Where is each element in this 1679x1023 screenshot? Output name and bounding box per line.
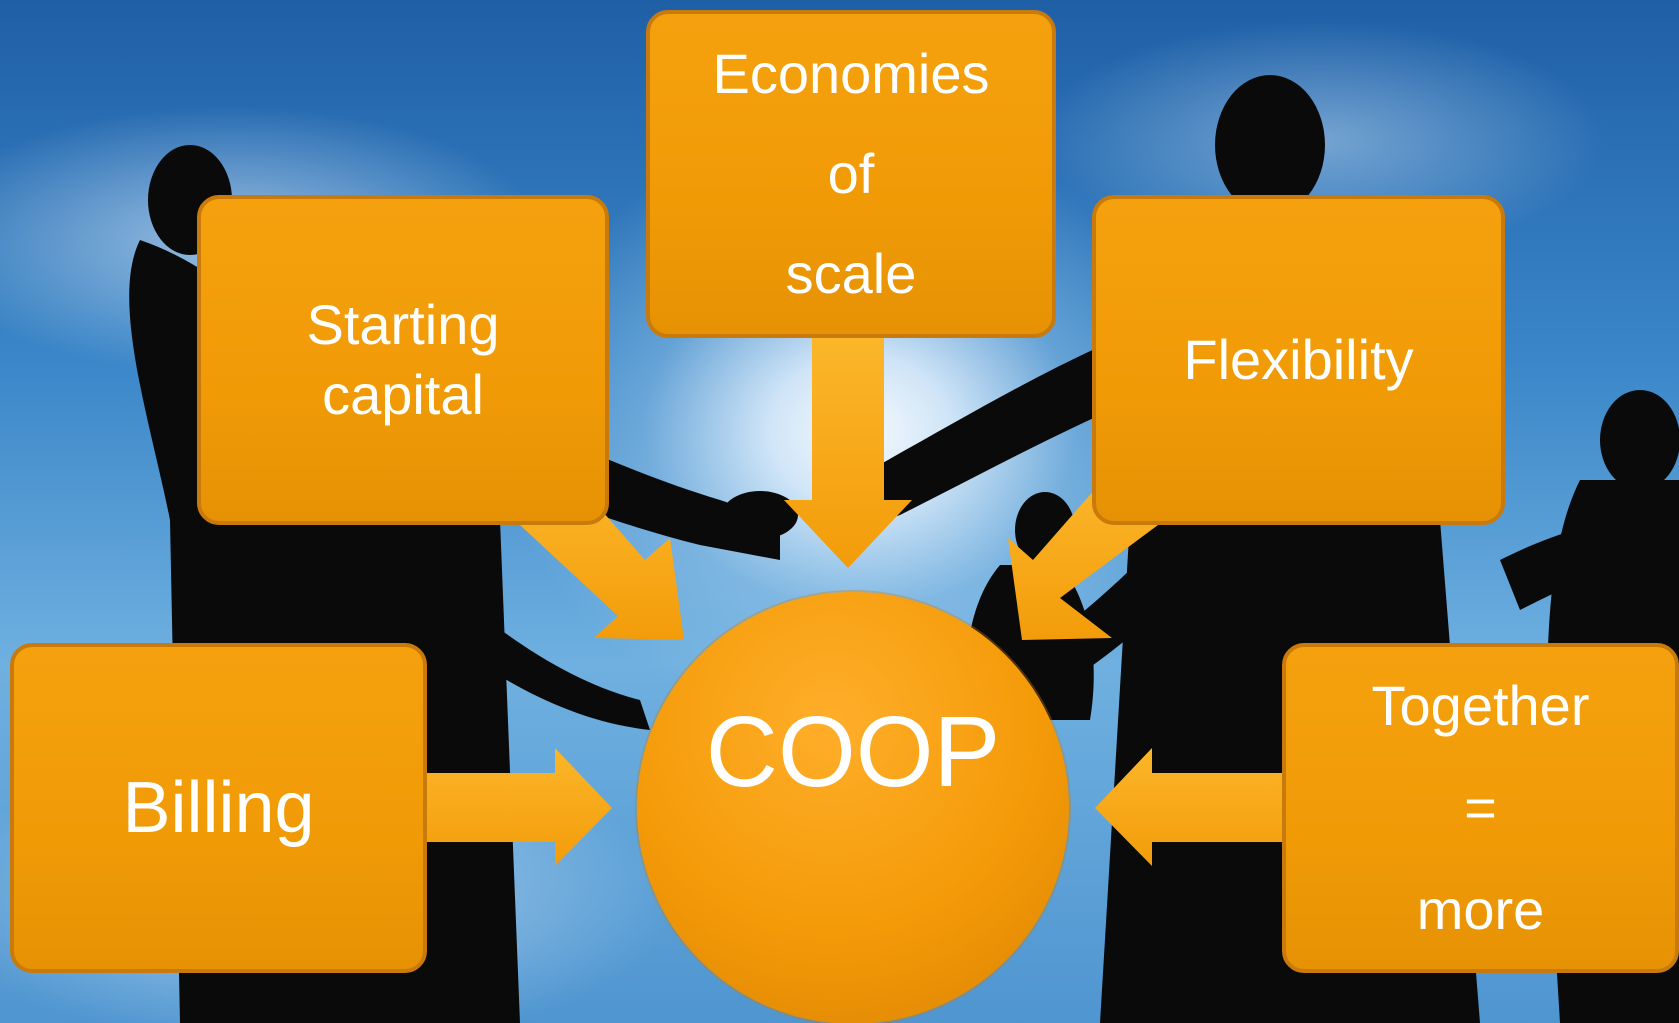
node-starting-capital-line-2: capital — [322, 363, 484, 426]
node-together-line-2: = — [1464, 776, 1497, 839]
node-starting-capital-line-1: Starting — [306, 293, 500, 356]
center-node-coop: COOP — [637, 592, 1069, 1023]
node-economies-of-scale: Economies of scale — [646, 10, 1056, 338]
node-flexibility-line-1: Flexibility — [1183, 328, 1414, 391]
node-together-more: Together = more — [1282, 643, 1679, 973]
node-together-line-3: more — [1416, 878, 1545, 941]
arrow-billing-to-coop — [427, 748, 612, 866]
arrow-economies-to-coop — [784, 338, 912, 568]
node-together-line-1: Together — [1371, 674, 1590, 737]
node-economies-line-2: of — [827, 142, 875, 205]
node-starting-capital: Starting capital — [197, 195, 609, 525]
node-economies-line-1: Economies — [712, 42, 990, 105]
node-economies-line-3: scale — [785, 242, 917, 305]
node-billing-line-1: Billing — [122, 768, 315, 848]
center-node-label: COOP — [705, 695, 1001, 808]
arrow-together-to-coop — [1095, 748, 1282, 866]
node-billing: Billing — [10, 643, 427, 973]
node-flexibility: Flexibility — [1092, 195, 1505, 525]
